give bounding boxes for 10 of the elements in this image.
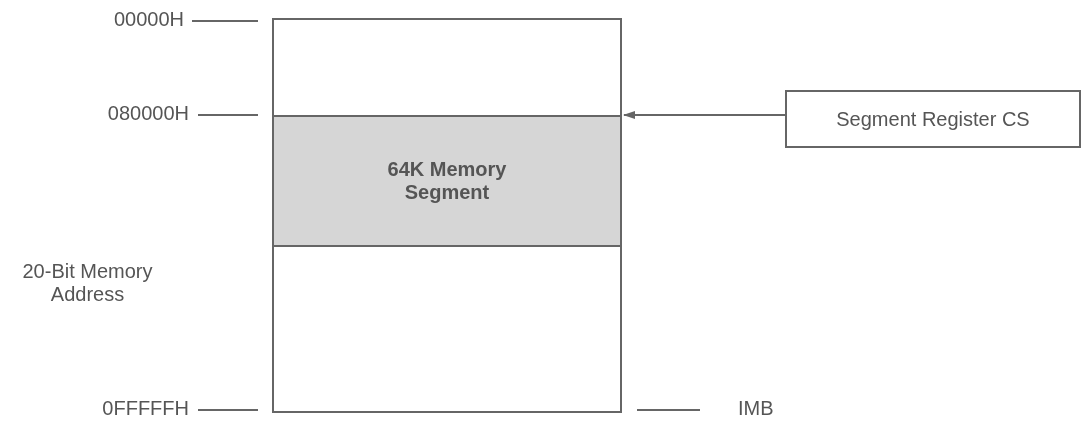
axis-label: 20-Bit Memory Address (21, 260, 154, 306)
memory-region (272, 18, 622, 117)
address-label: 080000H (107, 102, 189, 125)
size-label: IMB (738, 397, 774, 420)
address-label: 00000H (113, 8, 184, 31)
register-box: Segment Register CS (785, 90, 1081, 148)
memory-segment-band: 64K Memory Segment (272, 115, 622, 247)
address-label: 0FFFFFH (102, 397, 189, 420)
memory-region (272, 245, 622, 413)
arrow (623, 111, 786, 119)
